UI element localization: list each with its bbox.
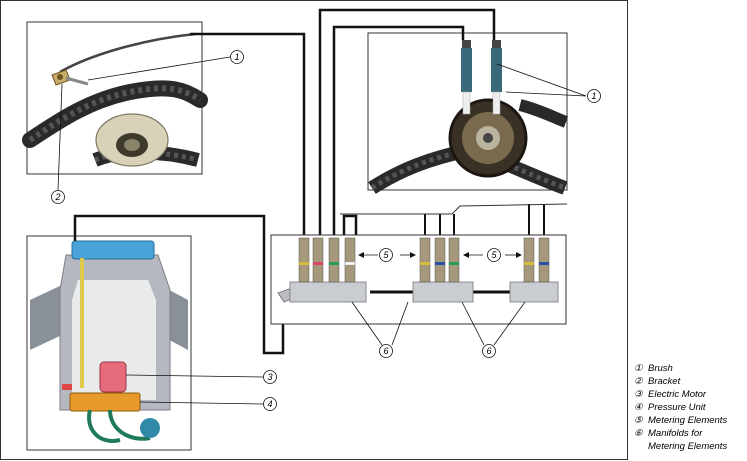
callout-metering-elements-left: 5	[379, 248, 393, 262]
callout-brush-top-right: 1	[587, 89, 601, 103]
legend-number: ②	[634, 376, 643, 387]
photo-pump-unit	[26, 235, 192, 451]
outer-frame	[0, 0, 628, 460]
arrowheads	[358, 252, 522, 258]
callout-label: 1	[234, 52, 239, 62]
callout-label: 5	[383, 250, 389, 260]
legend-item-manifolds: ⑥ Manifolds for	[634, 427, 746, 440]
callout-label: 2	[54, 192, 60, 202]
photo-chain-bracket	[22, 21, 208, 175]
legend: ① Brush ② Bracket ③ Electric Motor ④ Pre…	[634, 362, 746, 453]
legend-label: Manifolds for	[648, 428, 703, 439]
callout-manifolds-right: 6	[482, 344, 496, 358]
callout-metering-elements-right: 5	[487, 248, 501, 262]
legend-label: Bracket	[648, 376, 681, 387]
legend-item-electric-motor: ③ Electric Motor	[634, 388, 746, 401]
legend-number: ①	[634, 363, 643, 374]
legend-number: ⑥	[634, 428, 643, 439]
leader-lines	[57, 56, 587, 405]
metering-elements	[298, 237, 550, 283]
legend-item-pressure-unit: ④ Pressure Unit	[634, 401, 746, 414]
legend-item-metering-elements: ⑤ Metering Elements	[634, 414, 746, 427]
legend-label: Pressure Unit	[648, 402, 706, 413]
legend-label: Electric Motor	[648, 389, 707, 400]
callout-label: 6	[486, 346, 491, 356]
callout-label: 4	[267, 399, 272, 409]
legend-label: Metering Elements	[648, 415, 728, 426]
legend-number: ③	[634, 389, 643, 400]
legend-number: ④	[634, 402, 643, 413]
legend-item-bracket: ② Bracket	[634, 375, 746, 388]
callout-pressure-unit: 4	[263, 397, 277, 411]
callout-label: 5	[491, 250, 497, 260]
cut-line	[340, 203, 568, 215]
legend-item-brush: ① Brush	[634, 362, 746, 375]
supply-tubes	[73, 8, 496, 355]
element-outlet-lines	[424, 204, 545, 238]
callout-electric-motor: 3	[263, 370, 277, 384]
legend-label-continuation: Metering Elements	[648, 441, 728, 452]
photo-sprocket-brushes	[367, 32, 569, 195]
callout-manifolds-left: 6	[379, 344, 393, 358]
callout-label: 3	[267, 372, 272, 382]
legend-label: Brush	[648, 363, 673, 374]
callout-brush-top-left: 1	[230, 50, 244, 64]
callout-bracket: 2	[51, 190, 65, 204]
legend-number: ⑤	[634, 415, 643, 426]
callout-label: 6	[383, 346, 388, 356]
callout-label: 1	[591, 91, 596, 101]
